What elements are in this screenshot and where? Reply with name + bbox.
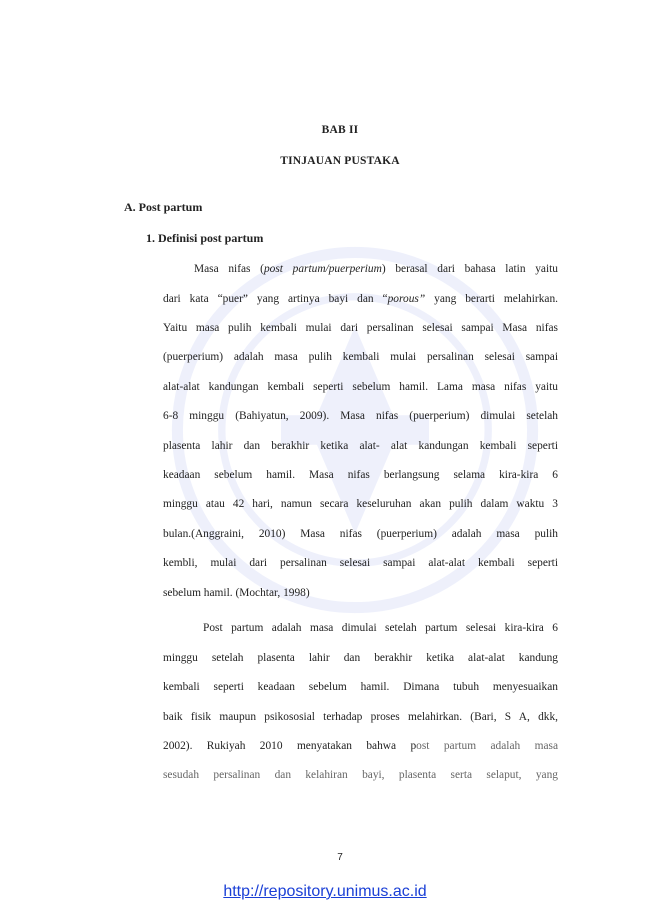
paragraph-line: minggu setelah plasenta lahir dan berakh… (163, 652, 558, 664)
paragraph-line: kembli, mulai dari persalinan selesai sa… (163, 557, 558, 569)
paragraph-line: alat-alat kandungan kembali seperti sebe… (163, 381, 558, 393)
chapter-title: TINJAUAN PUSTAKA (280, 155, 400, 167)
subsection-heading: 1. Definisi post partum (146, 231, 264, 245)
paragraph-line: sebelum hamil. (Mochtar, 1998) (163, 587, 310, 599)
paragraph-line: Masa nifas (post partum/puerperium) bera… (194, 263, 558, 275)
chapter-number: BAB II (321, 124, 359, 136)
paragraph-line: Yaitu masa pulih kembali mulai dari pers… (163, 322, 558, 334)
paragraph-line: dari kata “puer” yang artinya bayi dan “… (163, 293, 558, 305)
section-heading: A. Post partum (124, 200, 203, 214)
paragraph-line: bulan.(Anggraini, 2010) Masa nifas (puer… (163, 528, 558, 540)
paragraph-line: 6-8 minggu (Bahiyatun, 2009). Masa nifas… (163, 410, 558, 422)
paragraph-line: plasenta lahir dan berakhir ketika alat-… (163, 440, 558, 452)
paragraph-line: (puerperium) adalah masa pulih kembali m… (163, 351, 558, 363)
repository-link[interactable]: http://repository.unimus.ac.id (223, 883, 427, 900)
paragraph-line: Post partum adalah masa dimulai setelah … (203, 622, 558, 634)
page-number: 7 (337, 852, 343, 863)
paragraph-line: 2002). Rukiyah 2010 menyatakan bahwa pos… (163, 740, 558, 752)
paragraph-line: keadaan sebelum hamil. Masa nifas berlan… (163, 469, 558, 481)
paragraph-line: minggu atau 42 hari, namun secara keselu… (163, 498, 558, 510)
paragraph-line: baik fisik maupun psikososial terhadap p… (163, 711, 558, 723)
paragraph-line: sesudah persalinan dan kelahiran bayi, p… (163, 769, 558, 781)
paragraph-line: kembali seperti keadaan sebelum hamil. D… (163, 681, 558, 693)
